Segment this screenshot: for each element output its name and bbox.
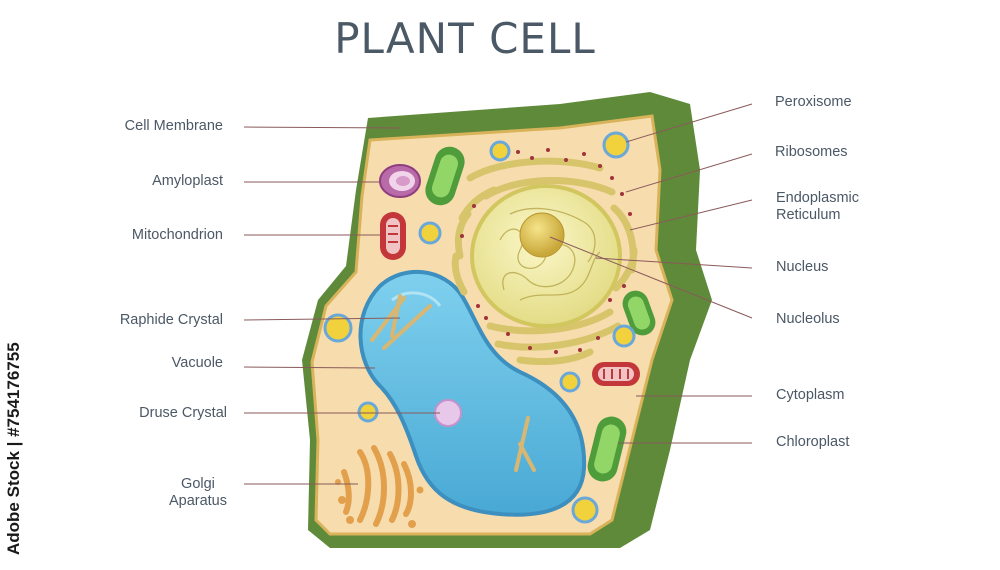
leader-lines-right (549, 103, 753, 444)
label-vacuole: Vacuole (171, 355, 223, 371)
ribosomes (460, 148, 632, 354)
label-ribosomes: Ribosomes (775, 144, 848, 160)
label-endoplasmic-reticulum: Endoplasmic Reticulum (776, 190, 860, 223)
mitochondrion-2 (592, 362, 640, 386)
vacuole-highlight (391, 291, 442, 307)
label-cell-membrane: Cell Membrane (124, 118, 223, 134)
endoplasmic-reticulum (451, 157, 638, 366)
chloroplast-2 (622, 290, 656, 336)
label-nucleolus: Nucleolus (776, 311, 840, 327)
label-druse-crystal: Druse Crystal (139, 405, 227, 421)
label-raphide-crystal: Raphide Crystal (119, 312, 223, 328)
page-title: PLANT CELL (334, 14, 596, 63)
label-amyloplast: Amyloplast (152, 173, 223, 189)
label-mitochondrion: Mitochondrion (131, 227, 223, 243)
peroxisome (323, 131, 636, 524)
label-nucleus: Nucleus (776, 259, 829, 275)
raphide-crystal (370, 294, 536, 472)
nucleolus (519, 212, 565, 258)
label-chloroplast: Chloroplast (776, 434, 850, 450)
golgi-vesicles (335, 479, 424, 528)
chloroplast-3 (587, 416, 627, 482)
golgi-apparatus (341, 445, 414, 527)
label-golgi-aparatus: Golgi Aparatus (168, 476, 227, 509)
vacuole (358, 269, 587, 517)
label-cytoplasm: Cytoplasm (776, 387, 845, 403)
chloroplast-1 (425, 146, 465, 206)
label-peroxisome: Peroxisome (775, 94, 852, 110)
leader-lines-left (243, 126, 440, 485)
mitochondrion (380, 212, 406, 260)
